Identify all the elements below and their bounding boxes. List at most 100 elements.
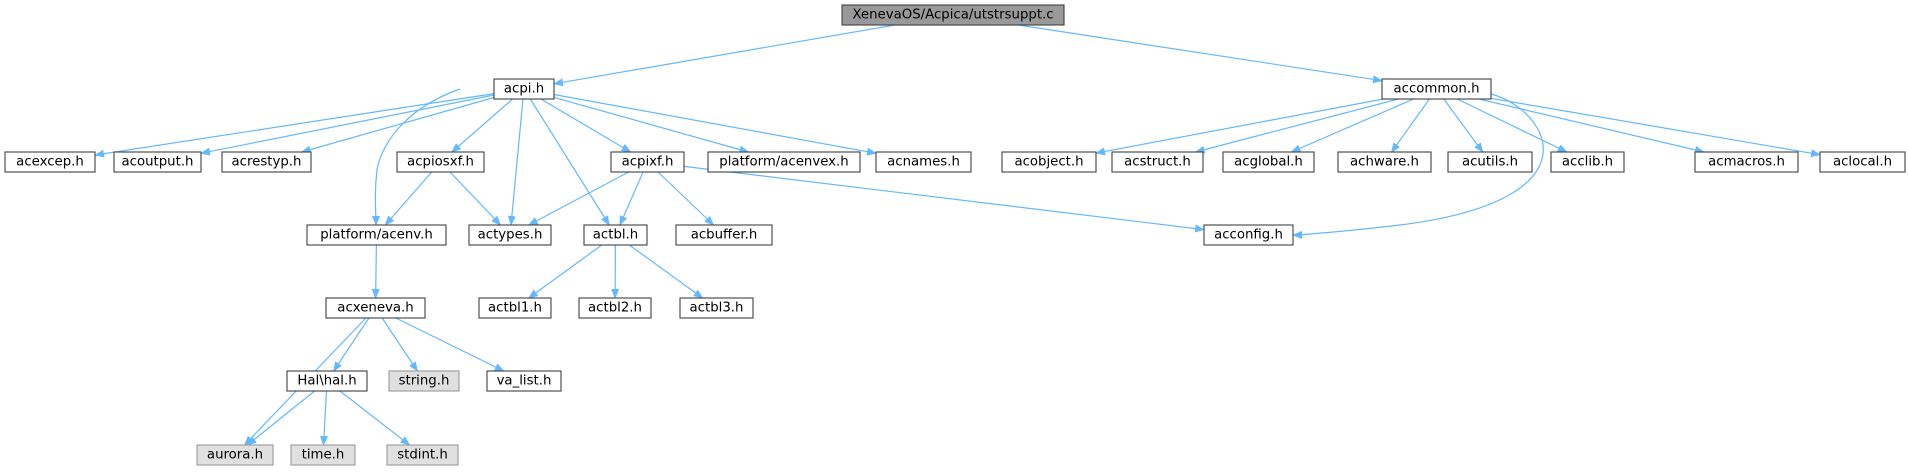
node-box (875, 151, 972, 173)
root-file-node[interactable]: XenevaOS/Acpica/utstrsuppt.c (841, 4, 1065, 26)
node-label: acstruct.h (1124, 155, 1191, 170)
node-box (388, 370, 460, 392)
node-label: actbl.h (593, 228, 638, 243)
node-box (325, 297, 426, 319)
header-node-acpixf[interactable]: acpixf.h (610, 151, 685, 173)
node-label: acutils.h (1462, 155, 1518, 170)
node-label: acpixf.h (622, 155, 674, 170)
header-node-acrestyp[interactable]: acrestyp.h (221, 151, 312, 173)
edge-halhal-to-time (320, 390, 328, 446)
node-box (1381, 78, 1492, 100)
node-label: XenevaOS/Acpica/utstrsuppt.c (852, 8, 1053, 23)
header-node-acenv[interactable]: platform/acenv.h (306, 224, 447, 246)
header-node-acstruct[interactable]: acstruct.h (1111, 151, 1204, 173)
edge-acpi-to-acrestyp (300, 96, 495, 154)
node-label: acconfig.h (1214, 228, 1283, 243)
node-label: acmacros.h (1708, 155, 1785, 170)
header-node-actbl3[interactable]: actbl3.h (679, 297, 754, 319)
node-label: actbl3.h (690, 301, 744, 316)
node-box (396, 151, 485, 173)
node-box (1111, 151, 1204, 173)
header-node-acnames[interactable]: acnames.h (875, 151, 972, 173)
edge-acpi-to-acpiosxf (451, 98, 513, 153)
header-node-acoutput[interactable]: acoutput.h (113, 151, 202, 173)
header-node-acconfig[interactable]: acconfig.h (1203, 224, 1294, 246)
node-label: acexcep.h (16, 155, 84, 170)
edge-actbl-to-actbl1 (527, 244, 603, 299)
edge-acxeneva-to-halhal (333, 317, 370, 372)
header-node-acglobal[interactable]: acglobal.h (1222, 151, 1315, 173)
node-box (1222, 151, 1315, 173)
header-node-accommon[interactable]: accommon.h (1381, 78, 1492, 100)
node-label: acrestyp.h (232, 155, 302, 170)
node-label: actypes.h (478, 228, 543, 243)
header-node-aclocal[interactable]: aclocal.h (1819, 151, 1906, 173)
node-label: acoutput.h (122, 155, 194, 170)
edge-root-to-accommon (1018, 24, 1383, 84)
node-layer: XenevaOS/Acpica/utstrsuppt.c acpi.h accomm… (4, 4, 1906, 466)
node-box (1694, 151, 1799, 173)
edge-acpi-to-acenvex (553, 96, 750, 154)
node-label: acpi.h (504, 82, 544, 97)
node-box (1337, 151, 1432, 173)
node-box (1447, 151, 1533, 173)
node-box (679, 297, 754, 319)
node-label: acnames.h (887, 155, 960, 170)
node-label: aurora.h (207, 448, 263, 463)
header-node-acxeneva[interactable]: acxeneva.h (325, 297, 426, 319)
header-node-actbl1[interactable]: actbl1.h (478, 297, 552, 319)
edge-acpi-to-acpixf (540, 98, 632, 153)
node-box (113, 151, 202, 173)
header-node-achware[interactable]: achware.h (1337, 151, 1432, 173)
header-node-acobject[interactable]: acobject.h (1001, 151, 1097, 173)
header-node-time: time.h (290, 444, 356, 466)
edge-halhal-to-aurora (246, 390, 315, 446)
header-node-acclib[interactable]: acclib.h (1550, 151, 1625, 173)
edge-accommon-to-acmacros (1478, 98, 1705, 154)
node-box (1550, 151, 1625, 173)
header-node-acenvex[interactable]: platform/acenvex.h (707, 151, 861, 173)
header-node-actbl[interactable]: actbl.h (583, 224, 648, 246)
edge-acpixf-to-actbl (619, 171, 644, 226)
header-node-acutils[interactable]: acutils.h (1447, 151, 1533, 173)
node-box (306, 224, 447, 246)
node-box (478, 297, 552, 319)
node-label: acxeneva.h (337, 301, 413, 316)
node-box (1203, 224, 1294, 246)
header-node-halhal[interactable]: Hal\hal.h (286, 370, 368, 392)
header-node-actypes[interactable]: actypes.h (468, 224, 552, 246)
header-node-valist[interactable]: va_list.h (486, 370, 562, 392)
edge-acpi-to-acnames (553, 93, 877, 156)
node-box (290, 444, 356, 466)
edge-accommon-to-acobject (1095, 98, 1384, 156)
edge-accommon-to-acstruct (1194, 98, 1399, 154)
header-node-acmacros[interactable]: acmacros.h (1694, 151, 1799, 173)
header-node-actbl2[interactable]: actbl2.h (578, 297, 652, 319)
node-box (4, 151, 96, 173)
node-label: aclocal.h (1833, 155, 1892, 170)
header-node-stdint: stdint.h (386, 444, 459, 466)
header-node-acbuffer[interactable]: acbuffer.h (675, 224, 773, 246)
edge-acpi-to-acexcep (94, 93, 495, 158)
node-label: actbl1.h (488, 301, 542, 316)
header-node-acpiosxf[interactable]: acpiosxf.h (396, 151, 485, 173)
edge-acpiosxf-to-acenv (384, 171, 433, 226)
header-node-acpi[interactable]: acpi.h (493, 78, 555, 100)
node-box (610, 151, 685, 173)
edge-accommon-to-acglobal (1290, 98, 1414, 153)
node-box (1819, 151, 1906, 173)
node-label: Hal\hal.h (297, 374, 356, 389)
node-box (286, 370, 368, 392)
node-label: stdint.h (397, 448, 448, 463)
header-node-acexcep[interactable]: acexcep.h (4, 151, 96, 173)
edge-accommon-to-aclocal (1490, 97, 1821, 158)
node-box (675, 224, 773, 246)
node-label: string.h (399, 374, 450, 389)
node-box (578, 297, 652, 319)
edge-acenv-to-acxeneva (371, 244, 380, 299)
edge-accommon-to-acconfig (1292, 93, 1544, 239)
edge-acpi-to-acenv (371, 88, 461, 226)
node-label: acclib.h (1562, 155, 1613, 170)
node-box (196, 444, 274, 466)
